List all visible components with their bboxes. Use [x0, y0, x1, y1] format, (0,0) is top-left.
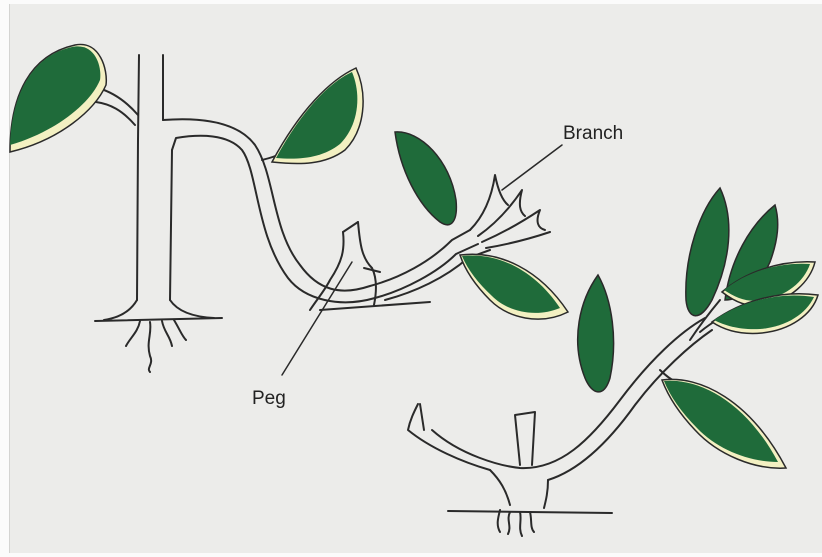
- leaf-icon: [686, 188, 729, 316]
- leaf-icon: [662, 379, 786, 468]
- second-roots: [498, 510, 534, 536]
- peg-2: [515, 412, 535, 465]
- branch-label: Branch: [563, 123, 623, 144]
- leaf-icon: [395, 132, 456, 225]
- leaf-icon: [578, 275, 614, 392]
- parent-trunk-flare: [104, 300, 214, 320]
- leaf-icon: [460, 254, 568, 319]
- second-branch-outer: [432, 318, 705, 468]
- peg-pointer-line: [282, 262, 352, 375]
- peg-1: [310, 222, 430, 310]
- leaf-icon: [10, 44, 106, 152]
- parent-trunk: [137, 55, 172, 300]
- branch-tip-shoots: [470, 175, 550, 248]
- parent-roots: [126, 320, 186, 372]
- branch-pointer-line: [502, 145, 562, 190]
- peg-label: Peg: [252, 388, 286, 409]
- leaf-icon: [272, 68, 363, 164]
